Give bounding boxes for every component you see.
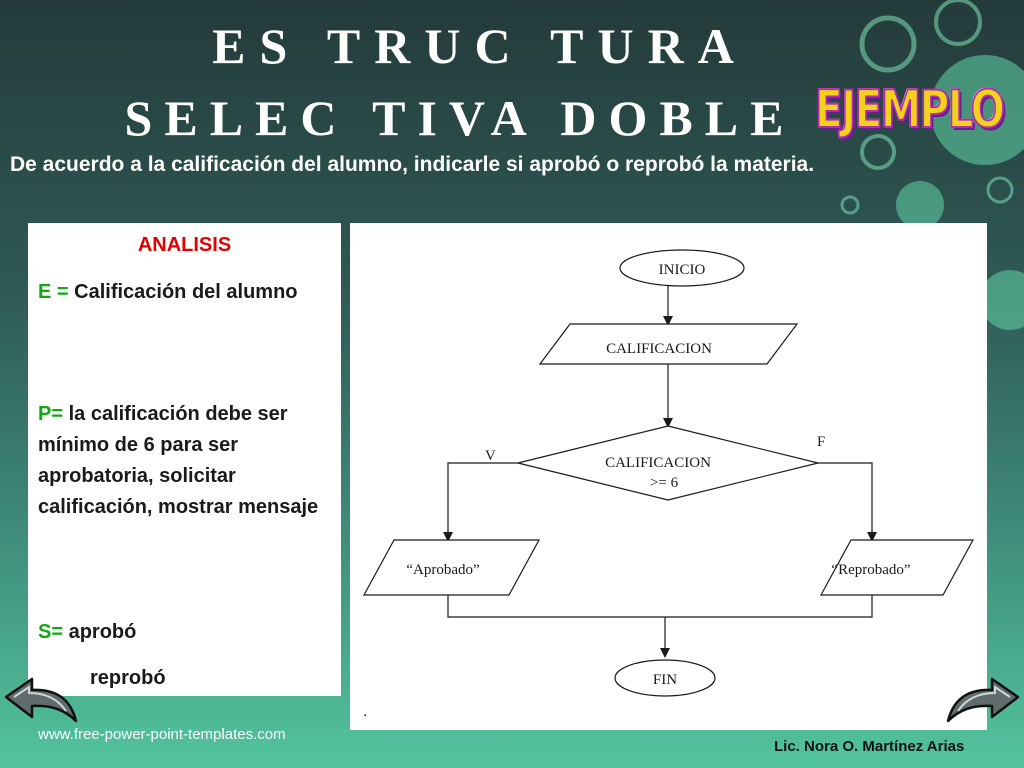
connector-true-branch — [443, 462, 518, 542]
proceso-value: la calificación debe ser mínimo de 6 par… — [38, 403, 319, 518]
back-arrow-icon[interactable] — [2, 675, 82, 735]
decision-label-1: CALIFICACION — [605, 455, 711, 471]
stray-dot: . — [363, 703, 368, 720]
start-label: INICIO — [659, 262, 706, 278]
input-label: CALIFICACION — [606, 341, 712, 357]
salida-value-1: aprobó — [63, 621, 137, 643]
proceso-key: P= — [38, 403, 64, 425]
false-branch-label: F — [817, 434, 825, 450]
analysis-heading: ANALISIS — [137, 234, 232, 256]
start-terminal — [619, 249, 745, 287]
salida-text: S= aprobó — [38, 617, 328, 648]
decision-diamond — [517, 425, 819, 501]
analysis-panel: ANALISIS E = Calificación del alumno P= … — [28, 223, 341, 696]
connector-false-branch — [818, 462, 877, 542]
slide-title-line2: SELEC TIVA DOBLE — [124, 90, 796, 146]
footer-url: www.free-power-point-templates.com — [38, 726, 286, 743]
author-credit: Lic. Nora O. Martínez Arias — [774, 738, 965, 755]
decision-label-2: >= 6 — [650, 475, 679, 491]
salida-key: S= — [38, 621, 64, 643]
end-label: FIN — [653, 672, 677, 688]
false-output-parallelogram — [819, 539, 975, 596]
true-branch-label: V — [485, 448, 496, 464]
proceso-text: P= la calificación debe ser mínimo de 6 … — [38, 399, 328, 523]
entrada-text: E = Calificación del alumno — [38, 277, 328, 308]
true-output-label: “Aprobado” — [406, 562, 479, 578]
next-arrow-icon[interactable] — [942, 675, 1022, 735]
end-terminal — [614, 659, 716, 697]
entrada-value: Calificación del alumno — [68, 281, 298, 303]
false-output-label: “Reprobado” — [831, 562, 910, 578]
true-output-parallelogram — [362, 539, 541, 596]
ejemplo-badge: EJEMPLO — [814, 79, 1006, 141]
slide-title-line1: ES TRUC TURA — [212, 18, 748, 74]
salida-value-2: reprobó — [90, 667, 166, 689]
entrada-key: E = — [38, 281, 69, 303]
flowchart-panel: INICIO CALIFICACION CALIFICACION >= 6 V … — [350, 223, 987, 730]
input-parallelogram — [538, 323, 799, 365]
flowchart: INICIO CALIFICACION CALIFICACION >= 6 V … — [362, 249, 975, 697]
problem-statement: De acuerdo a la calificación del alumno,… — [10, 153, 815, 176]
